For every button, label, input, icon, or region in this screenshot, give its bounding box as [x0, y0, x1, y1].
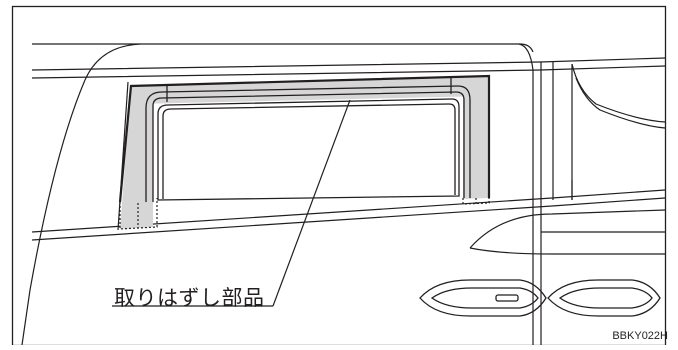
window-glass	[157, 98, 460, 201]
callout-leader	[272, 99, 351, 307]
trim-inner-lines	[145, 77, 471, 202]
door-handle-rear	[547, 279, 661, 317]
figure-code: BBKY022H	[612, 330, 668, 342]
removable-trim-outline	[118, 74, 491, 203]
hidden-clip-lines	[119, 190, 490, 230]
roof-lines	[31, 43, 666, 79]
door-handle-front	[419, 279, 547, 317]
removable-part-label: 取りはずし部品	[114, 286, 265, 310]
